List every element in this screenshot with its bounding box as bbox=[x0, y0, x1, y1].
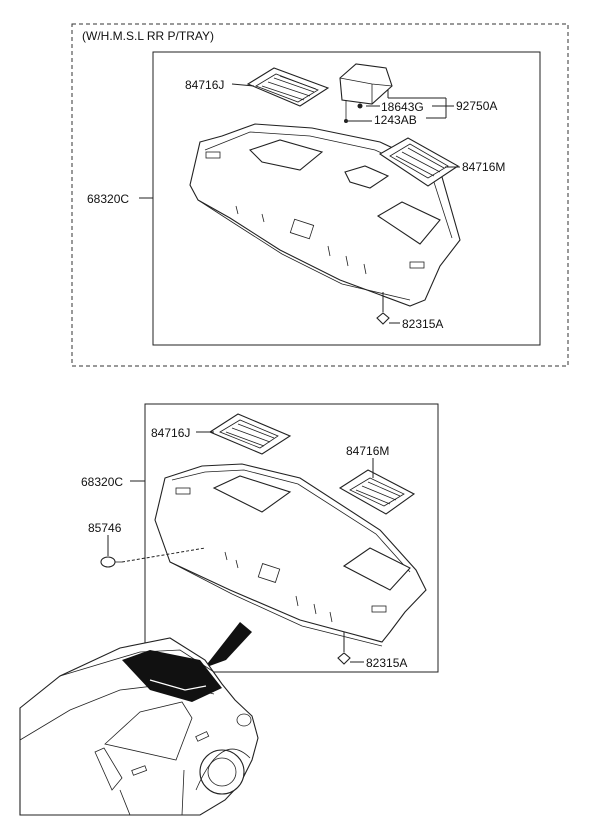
lower-part-82315A-clip bbox=[337, 652, 351, 665]
lower-label-85746: 85746 bbox=[88, 521, 122, 535]
upper-label-84716J: 84716J bbox=[185, 78, 224, 92]
upper-part-82315A-clip bbox=[376, 312, 390, 325]
upper-label-84716M: 84716M bbox=[462, 160, 505, 174]
upper-label-92750A: 92750A bbox=[456, 99, 497, 113]
lower-package-tray bbox=[154, 463, 427, 647]
lower-label-84716J: 84716J bbox=[151, 426, 190, 440]
upper-part-84716M-grille bbox=[378, 137, 460, 187]
car-locator-illustration bbox=[19, 622, 259, 816]
upper-hmsl-lamp bbox=[339, 63, 393, 123]
upper-label-18643G: 18643G bbox=[381, 100, 424, 114]
locator-pointer bbox=[204, 622, 252, 668]
lower-assembly-frame bbox=[144, 403, 439, 673]
lower-label-84716M: 84716M bbox=[346, 444, 389, 458]
lower-part-85746-clip bbox=[100, 556, 122, 568]
lower-part-84716M-grille bbox=[338, 469, 416, 515]
upper-package-tray bbox=[189, 123, 461, 307]
upper-label-68320C: 68320C bbox=[87, 192, 129, 206]
lower-label-68320C: 68320C bbox=[81, 475, 123, 489]
upper-label-1243AB: 1243AB bbox=[374, 113, 417, 127]
variant-note: (W/H.M.S.L RR P/TRAY) bbox=[82, 29, 214, 43]
lower-label-82315A: 82315A bbox=[366, 656, 407, 670]
upper-label-82315A: 82315A bbox=[402, 317, 443, 331]
upper-leader-lines bbox=[139, 83, 460, 324]
upper-part-84716J-grille bbox=[246, 67, 330, 107]
variant-dashed-frame bbox=[71, 23, 569, 367]
lower-leader-lines bbox=[107, 431, 374, 663]
lower-part-84716J-grille bbox=[208, 413, 292, 455]
